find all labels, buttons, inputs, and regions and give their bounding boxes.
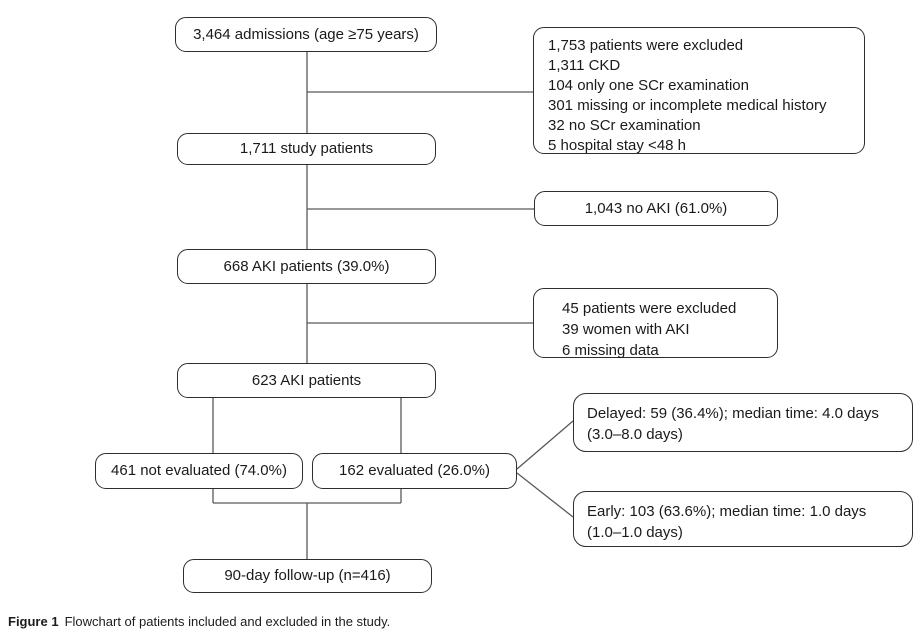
node-excluded-second: 45 patients were excluded 39 women with …	[533, 288, 778, 359]
node-evaluated: 162 evaluated (26.0%)	[312, 453, 517, 489]
node-excluded-first: 1,753 patients were excluded 1,311 CKD 1…	[533, 27, 865, 154]
node-aki-623: 623 AKI patients	[177, 363, 436, 398]
excluded-first-line: 301 missing or incomplete medical histor…	[548, 97, 827, 114]
node-admissions-label: 3,464 admissions (age ≥75 years)	[193, 25, 419, 43]
node-no-aki-label: 1,043 no AKI (61.0%)	[584, 199, 728, 217]
connector-evaluated-delayed	[516, 420, 574, 470]
figure-caption-text: Flowchart of patients included and exclu…	[64, 614, 391, 629]
node-aki-668: 668 AKI patients (39.0%)	[177, 249, 436, 284]
excluded-first-line: 5 hospital stay <48 h	[548, 137, 687, 154]
excluded-second-line: 6 missing data	[562, 342, 659, 359]
node-early-line: (1.0–1.0 days)	[587, 524, 683, 541]
excluded-second-line: 45 patients were excluded	[562, 300, 737, 317]
node-followup: 90-day follow-up (n=416)	[183, 559, 432, 593]
figure-caption-number: Figure 1	[8, 614, 59, 629]
node-delayed: Delayed: 59 (36.4%); median time: 4.0 da…	[573, 393, 913, 452]
node-early-line: Early: 103 (63.6%); median time: 1.0 day…	[587, 503, 867, 520]
excluded-second-line: 39 women with AKI	[562, 321, 690, 338]
node-aki-668-label: 668 AKI patients (39.0%)	[223, 257, 390, 275]
excluded-first-line: 32 no SCr examination	[548, 117, 701, 134]
node-followup-label: 90-day follow-up (n=416)	[224, 567, 391, 584]
node-delayed-line: (3.0–8.0 days)	[587, 426, 683, 443]
node-admissions: 3,464 admissions (age ≥75 years)	[175, 17, 437, 52]
node-study-patients: 1,711 study patients	[177, 133, 436, 165]
node-aki-623-label: 623 AKI patients	[251, 371, 362, 389]
connector-evaluated-early	[516, 472, 574, 518]
node-no-aki: 1,043 no AKI (61.0%)	[534, 191, 778, 226]
node-not-evaluated: 461 not evaluated (74.0%)	[95, 453, 303, 489]
node-delayed-line: Delayed: 59 (36.4%); median time: 4.0 da…	[587, 405, 879, 422]
node-early: Early: 103 (63.6%); median time: 1.0 day…	[573, 491, 913, 547]
node-evaluated-label: 162 evaluated (26.0%)	[339, 462, 490, 479]
figure-caption: Figure 1 Flowchart of patients included a…	[8, 614, 390, 629]
excluded-first-line: 1,753 patients were excluded	[548, 37, 744, 54]
excluded-first-line: 104 only one SCr examination	[548, 77, 749, 94]
excluded-first-line: 1,311 CKD	[548, 57, 621, 74]
node-not-evaluated-label: 461 not evaluated (74.0%)	[111, 462, 287, 479]
node-study-patients-label: 1,711 study patients	[239, 140, 374, 157]
